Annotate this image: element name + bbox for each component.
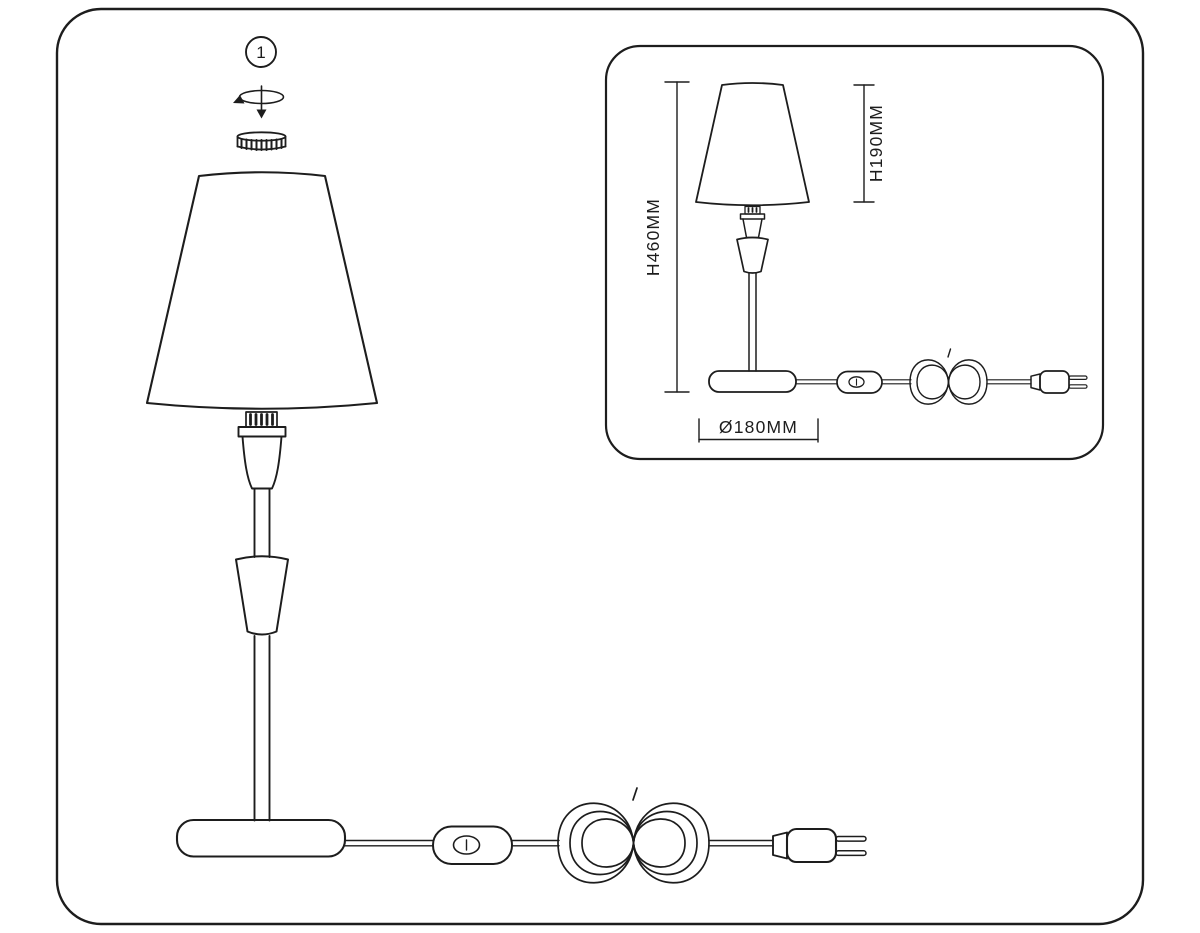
stem-upper — [253, 487, 271, 558]
mini-cord-end-tip — [947, 348, 952, 358]
rotation-arrow-icon — [233, 85, 285, 119]
step-number-circle — [245, 36, 277, 68]
inset-panel-border — [604, 44, 1105, 461]
mini-cord-switch-to-coil — [881, 379, 912, 385]
switch-rocker-button — [452, 835, 481, 855]
base-diameter-dimension: Ø180MM — [698, 417, 819, 443]
cord-segment-coil-to-plug — [708, 839, 774, 847]
mini-stem-cone — [736, 236, 769, 274]
cord-segment-base-to-switch — [344, 839, 434, 847]
total-height-label: H460MM — [643, 198, 663, 276]
socket-collar — [237, 426, 287, 438]
mini-lampshade — [695, 82, 810, 207]
mini-lamp-base — [708, 370, 797, 393]
lamp-socket — [237, 411, 287, 490]
total-height-dimension: H460MM — [643, 81, 690, 393]
mini-cord-base-to-switch — [795, 379, 838, 385]
mini-coiled-cord — [909, 348, 988, 405]
mini-power-plug — [1030, 370, 1088, 394]
inset-mini-lamp — [695, 82, 810, 393]
step-indicator: 1 — [245, 36, 277, 68]
plug-body — [785, 827, 838, 864]
lamp-base — [175, 818, 347, 858]
cord-end-tip — [632, 787, 638, 801]
mini-cord-coil-to-plug — [986, 379, 1032, 385]
lampshade — [145, 171, 379, 410]
inline-switch — [432, 825, 513, 865]
shade-height-dimension: H190MM — [853, 84, 886, 203]
plug-prong-bottom — [835, 850, 867, 857]
main-lamp-drawing: 1 — [145, 36, 867, 884]
stem-cone — [235, 555, 289, 636]
ring-knurling — [240, 138, 283, 151]
mini-socket — [739, 205, 766, 239]
power-plug — [772, 827, 867, 864]
mini-stem — [748, 272, 757, 372]
coiled-cord — [557, 787, 710, 884]
switch-housing — [432, 825, 513, 865]
mini-inline-switch — [836, 370, 883, 394]
socket-thread-marks — [249, 413, 274, 426]
base-diameter-label: Ø180MM — [719, 417, 798, 437]
cord-segment-switch-to-coil — [511, 839, 560, 847]
dimensions-inset-panel: H460MM — [604, 44, 1105, 461]
down-arrowhead-icon — [256, 109, 267, 119]
step-number: 1 — [256, 43, 265, 62]
mini-plug-prong-top — [1068, 375, 1088, 381]
sheet-border-frame — [55, 7, 1145, 926]
mini-plug-prong-bottom — [1068, 384, 1088, 389]
shade-height-label: H190MM — [866, 104, 886, 182]
rotation-arrowhead-icon — [233, 95, 245, 104]
plug-prong-top — [835, 835, 867, 842]
plug-neck — [772, 831, 788, 860]
shade-mounting-ring — [236, 131, 287, 151]
socket-cup — [241, 435, 283, 490]
stem-lower — [253, 635, 271, 822]
